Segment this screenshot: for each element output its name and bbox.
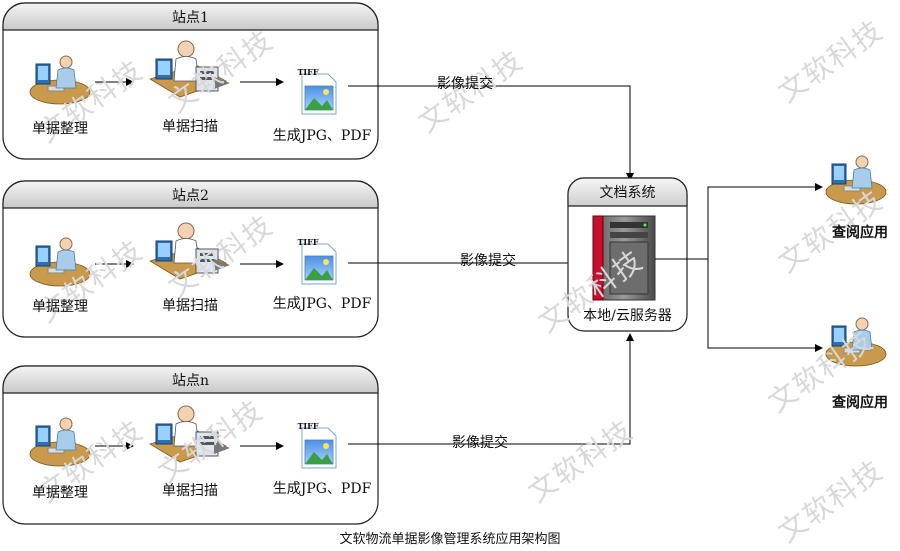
station-1-generate-label: 生成JPG、PDF	[272, 128, 372, 144]
document-system-title: 文档系统	[599, 185, 656, 201]
station-1-submit-arrow	[348, 85, 634, 181]
station-n-submit-label: 影像提交	[452, 435, 508, 451]
station-2-tiff-label: TIFF	[297, 237, 319, 247]
diagram-caption: 文软物流单据影像管理系统应用架构图	[339, 532, 561, 547]
server-icon	[592, 215, 656, 301]
station-1-scan-label: 单据扫描	[162, 119, 218, 135]
server-label: 本地/云服务器	[583, 308, 672, 324]
station-n-tiff-icon	[301, 427, 337, 469]
station-n-generate-label: 生成JPG、PDF	[272, 481, 372, 497]
station-n-title: 站点n	[171, 373, 210, 389]
station-2-generate-label: 生成JPG、PDF	[272, 296, 372, 312]
server-to-viewer-2-arrow	[707, 259, 823, 352]
station-1-organize-label: 单据整理	[32, 121, 88, 137]
station-1-title: 站点1	[172, 10, 209, 26]
station-n-tiff-label: TIFF	[297, 421, 319, 431]
station-2-tiff-icon	[301, 243, 337, 285]
station-2-organize-label: 单据整理	[32, 299, 88, 315]
viewer-2-label: 查阅应用	[832, 395, 888, 411]
station-n-submit-arrow	[348, 333, 634, 445]
station-2-title: 站点2	[172, 188, 209, 204]
station-1-submit-label: 影像提交	[437, 76, 493, 92]
viewer-1-label: 查阅应用	[832, 225, 888, 241]
station-1-tiff-icon	[301, 73, 337, 115]
station-n-organize-label: 单据整理	[32, 485, 88, 501]
station-2-submit-label: 影像提交	[460, 253, 516, 269]
server-to-viewer-1-arrow	[655, 183, 823, 260]
station-n-scan-label: 单据扫描	[162, 483, 218, 499]
station-2-scan-label: 单据扫描	[162, 298, 218, 314]
station-1-tiff-label: TIFF	[297, 67, 319, 77]
